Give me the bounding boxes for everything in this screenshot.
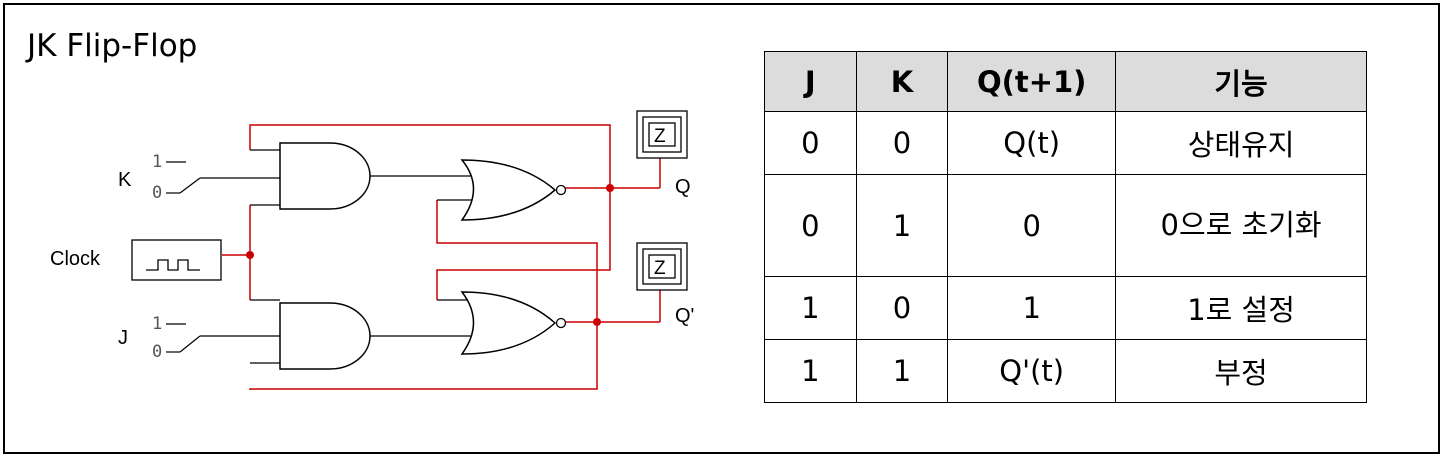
switch-k-low-label: 0 xyxy=(152,183,162,203)
cell-next-state: 0 xyxy=(947,174,1117,277)
probe-q: Z xyxy=(636,110,688,159)
nor-bottom-inverter xyxy=(555,317,567,329)
junction-dot-clock xyxy=(246,251,254,259)
cell-j: 1 xyxy=(764,339,857,403)
logic-wires xyxy=(200,149,475,364)
cell-function: 상태유지 xyxy=(1115,111,1367,175)
cell-function-text: 0으로 초기화 xyxy=(1160,207,1322,242)
table-row: 0 0 Q(t) 상태유지 xyxy=(764,111,1367,175)
switch-k-high-label: 1 xyxy=(152,152,162,172)
cell-k: 0 xyxy=(855,111,949,175)
output-qbar-label: Q' xyxy=(675,305,694,327)
probe-q-label: Z xyxy=(654,126,666,147)
clock-waveform-icon xyxy=(146,259,200,271)
output-q-label: Q xyxy=(675,176,691,198)
junction-dot-qbar xyxy=(593,318,601,326)
header-k: K xyxy=(855,51,949,112)
input-k-label: K xyxy=(118,169,132,191)
switch-k[interactable]: 1 0 xyxy=(152,152,201,203)
truth-table: J K Q(t+1) 기능 0 0 Q(t) 상태유지 0 1 0 0으로 초기… xyxy=(764,51,1367,403)
nor-gate-top xyxy=(460,159,557,221)
jk-flip-flop-circuit: 1 0 K 1 0 J Clock Z Z Q Q' xyxy=(50,110,694,390)
and-gate-top xyxy=(279,142,371,210)
clock-label: Clock xyxy=(50,248,101,270)
cell-function: 부정 xyxy=(1115,339,1367,403)
switch-j[interactable]: 1 0 xyxy=(152,314,201,362)
nor-top-inverter xyxy=(555,184,567,196)
header-function: 기능 xyxy=(1115,51,1367,112)
cell-next-state: Q'(t) xyxy=(947,339,1117,403)
and-gate-bottom xyxy=(279,302,371,370)
feedback-wires xyxy=(222,124,661,390)
cell-k: 1 xyxy=(855,339,949,403)
cell-next-state: Q(t) xyxy=(947,111,1117,175)
probe-qbar-label: Z xyxy=(654,258,666,279)
switch-j-low-label: 0 xyxy=(152,342,162,362)
table-row: 0 1 0 0으로 초기화 xyxy=(764,174,1367,277)
figure-frame xyxy=(3,3,1440,454)
cell-j: 0 xyxy=(764,174,857,277)
header-j: J xyxy=(764,51,857,112)
cell-k: 1 xyxy=(855,174,949,277)
nor-gate-bottom xyxy=(460,291,557,355)
junction-dot-q xyxy=(606,184,614,192)
truth-table-header: J K Q(t+1) 기능 xyxy=(764,51,1367,112)
table-row: 1 1 Q'(t) 부정 xyxy=(764,339,1367,403)
cell-j: 1 xyxy=(764,276,857,340)
switch-j-high-label: 1 xyxy=(152,314,162,334)
input-j-label: J xyxy=(118,327,128,349)
page-title: JK Flip-Flop xyxy=(27,28,198,64)
cell-function: 1로 설정 xyxy=(1115,276,1367,340)
table-row: 1 0 1 1로 설정 xyxy=(764,276,1367,340)
cell-function: 0으로 초기화 xyxy=(1115,174,1367,277)
cell-j: 0 xyxy=(764,111,857,175)
cell-next-state: 1 xyxy=(947,276,1117,340)
header-next-state: Q(t+1) xyxy=(947,51,1117,112)
cell-k: 0 xyxy=(855,276,949,340)
probe-qbar: Z xyxy=(636,242,688,291)
clock-source[interactable] xyxy=(131,239,222,281)
